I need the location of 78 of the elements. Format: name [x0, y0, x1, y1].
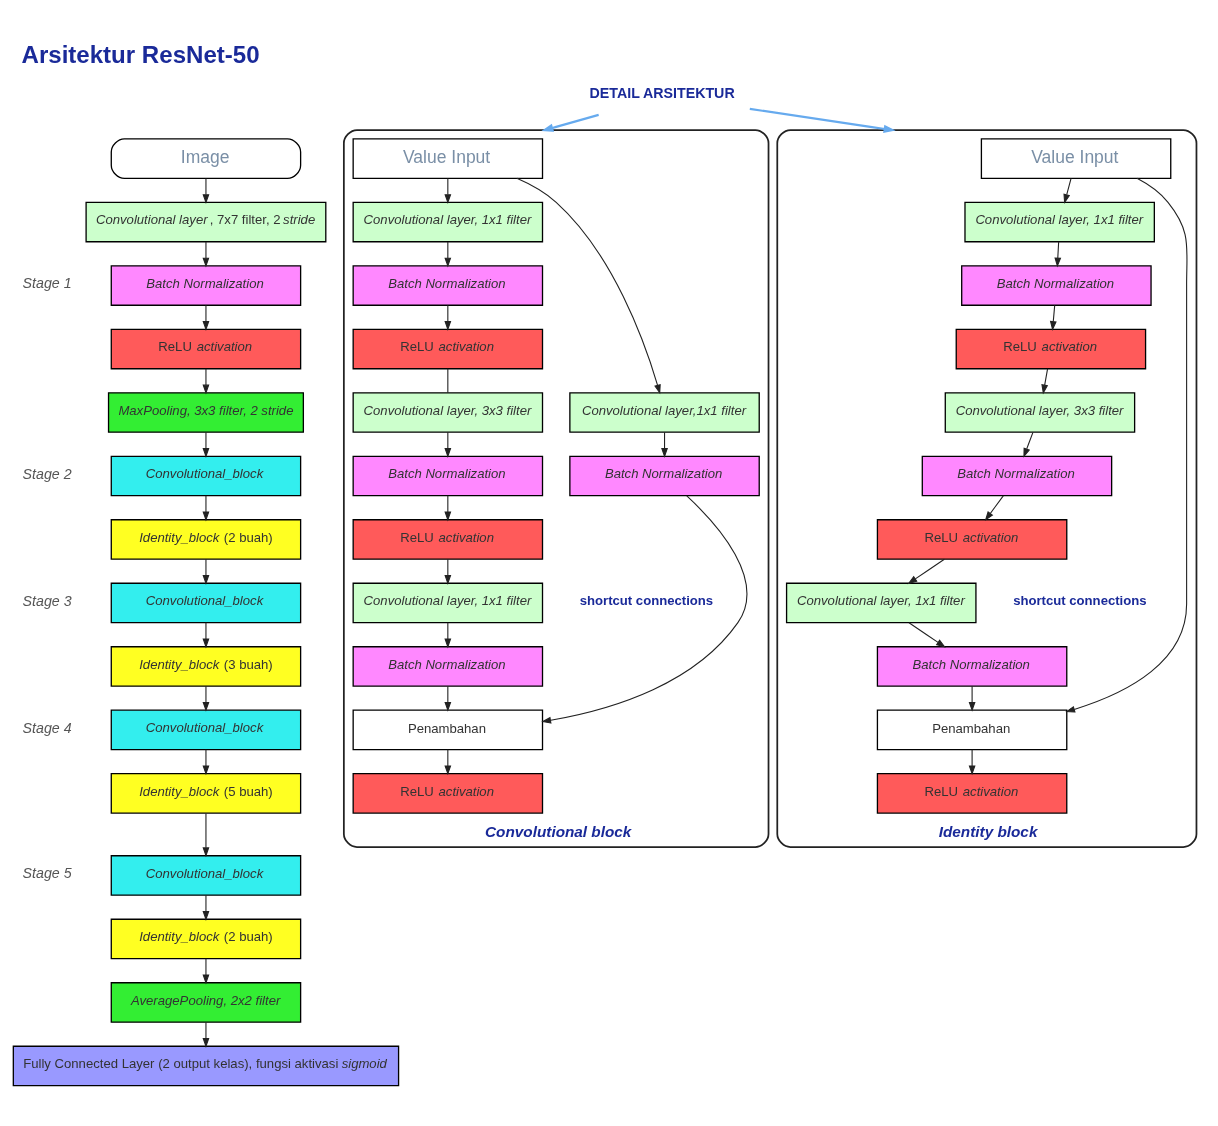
label: shortcut connections [1013, 593, 1147, 609]
arrow [1054, 241, 1062, 268]
node-box: Batch Normalization [569, 455, 760, 497]
node-box: Batch Normalization [876, 646, 1068, 687]
arrow [1049, 304, 1057, 331]
arrow [907, 558, 945, 585]
node-box: ReLU activation [955, 328, 1147, 370]
node-box: AveragePooling, 2x2 filter [110, 982, 302, 1023]
node-box: Convolutional_block [110, 855, 302, 896]
arrow [202, 685, 210, 712]
node-box: Batch Normalization [921, 455, 1113, 497]
arrow [202, 558, 210, 585]
node-box: Batch Normalization [961, 265, 1152, 306]
node-box: Value Input [980, 138, 1172, 179]
label: Stage 5 [22, 865, 72, 882]
arrow [984, 495, 1004, 522]
node-box: Penambahan [352, 709, 544, 751]
node-box: Identity_block (2 buah) [110, 918, 302, 960]
arrow [202, 894, 210, 921]
node-box: Batch Normalization [352, 265, 544, 306]
node-box: ReLU activation [352, 773, 544, 814]
arrow [968, 749, 976, 776]
node-box: Value Input [352, 138, 544, 179]
node-box: Convolutional layer, 1x1 filter [785, 582, 977, 624]
arrow [1063, 177, 1072, 204]
arrow [749, 107, 896, 133]
label: Stage 3 [22, 592, 72, 609]
arrow [202, 749, 210, 776]
node-box: Penambahan [876, 709, 1068, 751]
arrow [202, 812, 210, 858]
node-box: Batch Normalization [352, 646, 544, 687]
node-box: Identity_block (2 buah) [110, 519, 302, 560]
label: Stage 4 [22, 719, 72, 736]
arrow [202, 368, 210, 395]
arrow [541, 495, 748, 724]
arrow [1065, 177, 1188, 713]
arrow [202, 958, 210, 985]
node-box: Convolutional layer, 1x1 filter [352, 582, 544, 624]
arrow [202, 495, 210, 522]
connector [447, 368, 449, 394]
arrow [202, 241, 210, 268]
node-box: ReLU activation [876, 773, 1068, 814]
node-box: Convolutional layer, 1x1 filter [964, 201, 1155, 243]
node-box: ReLU activation [352, 328, 544, 370]
arrow [516, 177, 661, 395]
arrow [968, 685, 976, 712]
label: Stage 1 [22, 275, 72, 292]
node-box: Convolutional_block [110, 709, 302, 751]
node-box: Image [110, 138, 302, 179]
node-box: Convolutional layer, 3x3 filter [944, 392, 1136, 433]
arrow [202, 304, 210, 331]
label: shortcut connections [579, 593, 714, 609]
node-box: ReLU activation [876, 519, 1068, 560]
node-box: Fully Connected Layer (2 output kelas), fungsi aktivasi sigmoid [12, 1045, 400, 1087]
diagram-title: Arsitektur ResNet-50 [21, 40, 260, 68]
label: Stage 2 [22, 465, 72, 482]
node-box: Convolutional layer, 3x3 filter [352, 392, 544, 433]
arrow [1041, 368, 1049, 395]
arrow [202, 622, 210, 649]
node-box: Batch Normalization [352, 455, 544, 497]
node-box: Identity_block (5 buah) [110, 773, 302, 814]
node-box: Convolutional layer,1x1 filter [569, 392, 760, 433]
node-box: Identity_block (3 buah) [110, 646, 302, 687]
node-text: DETAIL ARSITEKTUR [589, 84, 735, 101]
node-box: Batch Normalization [110, 265, 302, 306]
arrow [202, 177, 210, 204]
node-box: Convolutional_block [110, 455, 302, 497]
arrow [202, 431, 210, 458]
arrow [908, 622, 946, 648]
node-box: ReLU activation [110, 328, 302, 370]
node-box: Convolutional layer, 1x1 filter [352, 201, 544, 243]
node-box: Convolutional_block [110, 582, 302, 624]
node-box: MaxPooling, 3x3 filter, 2 stride [107, 392, 304, 433]
node-box: ReLU activation [352, 519, 544, 560]
arrow [1023, 431, 1034, 458]
node-box: Convolutional layer, 7x7 filter, 2 stride [85, 201, 327, 243]
arrow [202, 1021, 210, 1048]
arrow [541, 113, 599, 132]
